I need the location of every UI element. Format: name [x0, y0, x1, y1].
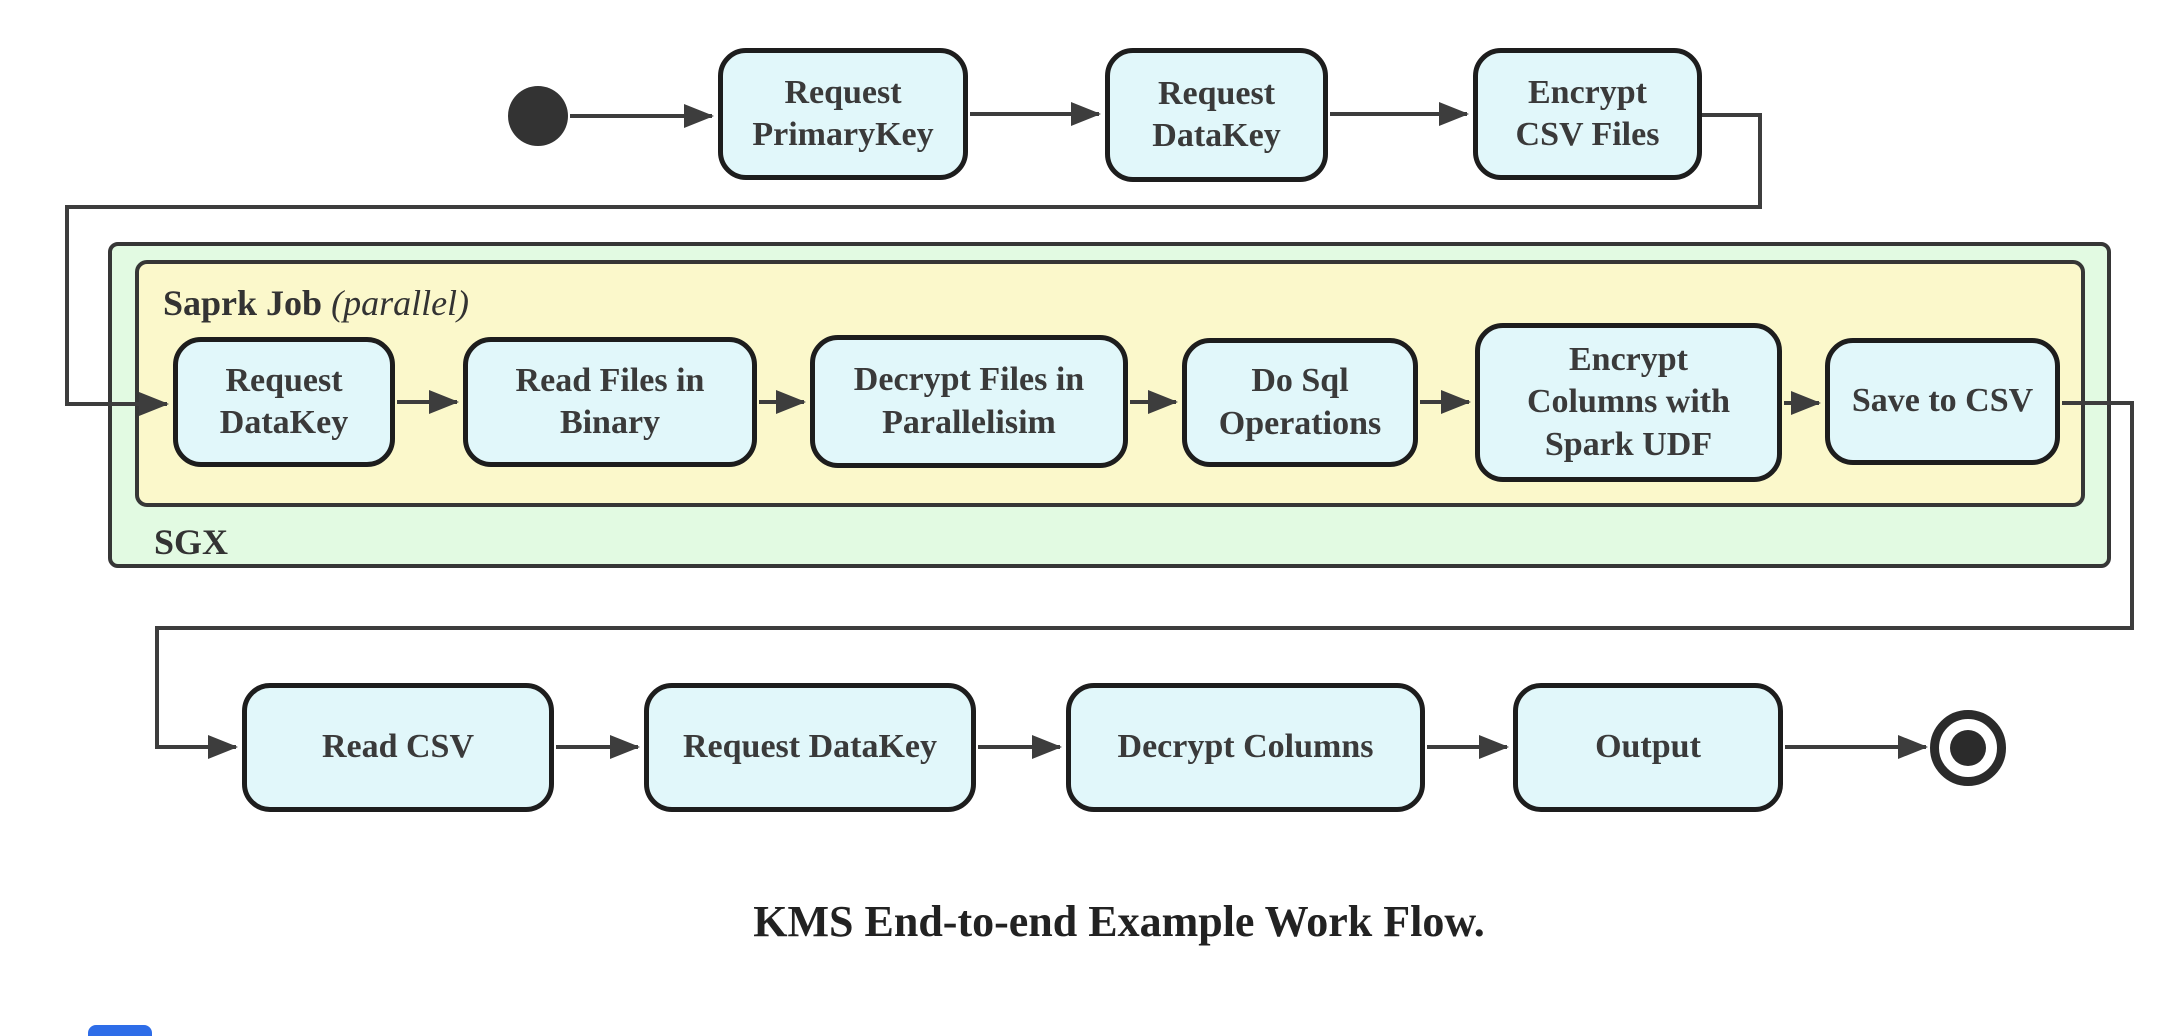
- end-state-icon: [1930, 710, 2006, 786]
- spark-job-label-qualifier: (parallel): [331, 283, 470, 323]
- end-state-inner-dot: [1950, 730, 1986, 766]
- sgx-label: SGX: [154, 522, 229, 562]
- spark-job-label-title: Saprk Job: [163, 283, 323, 323]
- partial-blue-element: [88, 1025, 152, 1036]
- diagram-caption: KMS End-to-end Example Work Flow.: [753, 897, 1485, 946]
- spark-job-label: Saprk Job (parallel): [163, 285, 469, 321]
- node-read-files-in-binary: Read Files in Binary: [463, 337, 757, 467]
- node-do-sql-operations: Do Sql Operations: [1182, 338, 1418, 467]
- node-save-to-csv: Save to CSV: [1825, 338, 2060, 465]
- node-read-csv: Read CSV: [242, 683, 554, 812]
- node-request-datakey-top: Request DataKey: [1105, 48, 1328, 182]
- node-request-datakey-out: Request DataKey: [644, 683, 976, 812]
- node-decrypt-columns: Decrypt Columns: [1066, 683, 1425, 812]
- node-encrypt-csv-files: Encrypt CSV Files: [1473, 48, 1702, 180]
- start-state-icon: [508, 86, 568, 146]
- node-output: Output: [1513, 683, 1783, 812]
- node-encrypt-columns-with-spark-udf: Encrypt Columns with Spark UDF: [1475, 323, 1782, 482]
- node-decrypt-files-in-parallelisim: Decrypt Files in Parallelisim: [810, 335, 1128, 468]
- node-request-primarykey: Request PrimaryKey: [718, 48, 968, 180]
- node-request-datakey-sgx: Request DataKey: [173, 337, 395, 467]
